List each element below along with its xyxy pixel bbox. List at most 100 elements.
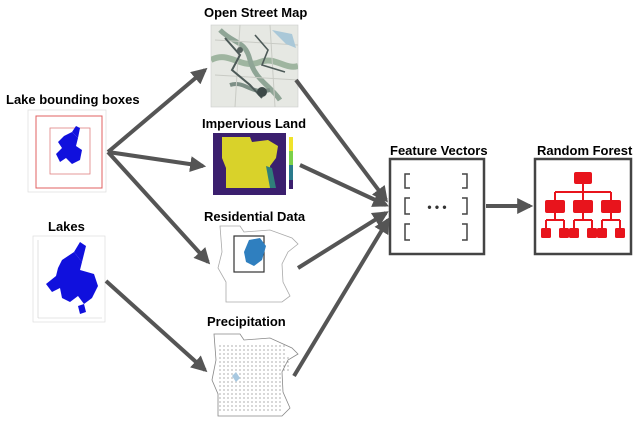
precip-grid-dot	[231, 369, 233, 371]
precip-grid-dot	[251, 409, 253, 411]
precip-grid-dot	[283, 369, 285, 371]
precip-grid-dot	[227, 345, 229, 347]
precip-grid-dot	[251, 349, 253, 351]
precip-grid-dot	[243, 349, 245, 351]
precip-grid-dot	[279, 357, 281, 359]
impervious-thumbnail	[213, 133, 293, 195]
precip-grid-dot	[243, 385, 245, 387]
precip-grid-dot	[227, 373, 229, 375]
precip-grid-dot	[267, 393, 269, 395]
precip-grid-dot	[223, 405, 225, 407]
precip-grid-dot	[223, 361, 225, 363]
precip-grid-dot	[247, 397, 249, 399]
precip-grid-dot	[279, 401, 281, 403]
precip-grid-dot	[251, 385, 253, 387]
precip-grid-dot	[243, 393, 245, 395]
precip-grid-dot	[263, 369, 265, 371]
precip-grid-dot	[235, 385, 237, 387]
precip-grid-dot	[263, 409, 265, 411]
precip-grid-dot	[263, 381, 265, 383]
precip-grid-dot	[231, 401, 233, 403]
precip-grid-dot	[219, 353, 221, 355]
arrow-bbox-to-osm	[106, 67, 208, 154]
precip-grid-dot	[247, 405, 249, 407]
precip-grid-dot	[219, 357, 221, 359]
precip-grid-dot	[279, 377, 281, 379]
precip-grid-dot	[259, 405, 261, 407]
arrow-residential-to-vectors	[296, 211, 389, 270]
precip-grid-dot	[259, 393, 261, 395]
precip-grid-dot	[239, 397, 241, 399]
lakes-thumbnail	[32, 235, 106, 323]
precip-grid-dot	[283, 345, 285, 347]
precip-grid-dot	[279, 409, 281, 411]
precip-grid-dot	[235, 357, 237, 359]
label-open-street-map: Open Street Map	[204, 5, 308, 20]
precip-grid-dot	[235, 401, 237, 403]
precip-grid-dot	[271, 357, 273, 359]
precip-grid-dot	[219, 405, 221, 407]
precip-grid-dot	[275, 345, 277, 347]
precip-grid-dot	[255, 365, 257, 367]
precip-grid-dot	[275, 365, 277, 367]
precip-grid-dot	[255, 385, 257, 387]
precip-grid-dot	[247, 345, 249, 347]
precip-grid-dot	[275, 393, 277, 395]
precip-grid-dot	[247, 409, 249, 411]
precip-grid-dot	[239, 405, 241, 407]
precip-grid-dot	[255, 377, 257, 379]
precip-grid-dot	[219, 397, 221, 399]
precip-grid-dot	[223, 409, 225, 411]
osm-thumbnail	[210, 24, 299, 108]
feature-vectors-box: • • •	[388, 157, 486, 256]
precip-grid-dot	[231, 377, 233, 379]
precip-grid-dot	[219, 385, 221, 387]
precip-grid-dot	[263, 373, 265, 375]
precip-grid-dot	[259, 365, 261, 367]
precip-grid-dot	[279, 405, 281, 407]
precip-grid-dot	[271, 409, 273, 411]
precip-grid-dot	[247, 349, 249, 351]
precip-grid-dot	[223, 369, 225, 371]
precip-grid-dot	[267, 345, 269, 347]
precip-grid-dot	[283, 353, 285, 355]
precip-grid-dot	[231, 353, 233, 355]
label-feature-vectors: Feature Vectors	[390, 143, 488, 158]
precip-grid-dot	[275, 397, 277, 399]
precip-grid-dot	[243, 373, 245, 375]
precip-grid-dot	[267, 405, 269, 407]
precip-grid-dot	[247, 401, 249, 403]
precip-grid-dot	[275, 389, 277, 391]
precip-grid-dot	[219, 389, 221, 391]
precip-grid-dot	[243, 369, 245, 371]
precip-grid-dot	[235, 361, 237, 363]
precip-grid-dot	[255, 409, 257, 411]
precip-grid-dot	[251, 353, 253, 355]
precip-grid-dot	[247, 369, 249, 371]
precip-grid-dot	[223, 345, 225, 347]
precip-grid-dot	[271, 401, 273, 403]
precip-grid-dot	[227, 389, 229, 391]
precip-grid-dot	[271, 397, 273, 399]
precip-grid-dot	[227, 393, 229, 395]
precip-grid-dot	[259, 361, 261, 363]
precip-grid-dot	[275, 353, 277, 355]
precip-grid-dot	[235, 405, 237, 407]
precip-grid-dot	[227, 377, 229, 379]
precip-grid-dot	[231, 389, 233, 391]
precip-grid-dot	[251, 381, 253, 383]
precip-grid-dot	[279, 381, 281, 383]
precip-grid-dot	[279, 369, 281, 371]
precip-grid-dot	[219, 365, 221, 367]
precip-grid-dot	[243, 365, 245, 367]
precip-grid-dot	[251, 373, 253, 375]
precip-grid-dot	[231, 381, 233, 383]
precip-grid-dot	[219, 409, 221, 411]
precip-grid-dot	[247, 365, 249, 367]
precip-grid-dot	[279, 385, 281, 387]
precip-grid-dot	[267, 361, 269, 363]
precip-grid-dot	[267, 381, 269, 383]
precip-grid-dot	[247, 373, 249, 375]
precip-grid-dot	[283, 361, 285, 363]
precip-grid-dot	[227, 409, 229, 411]
